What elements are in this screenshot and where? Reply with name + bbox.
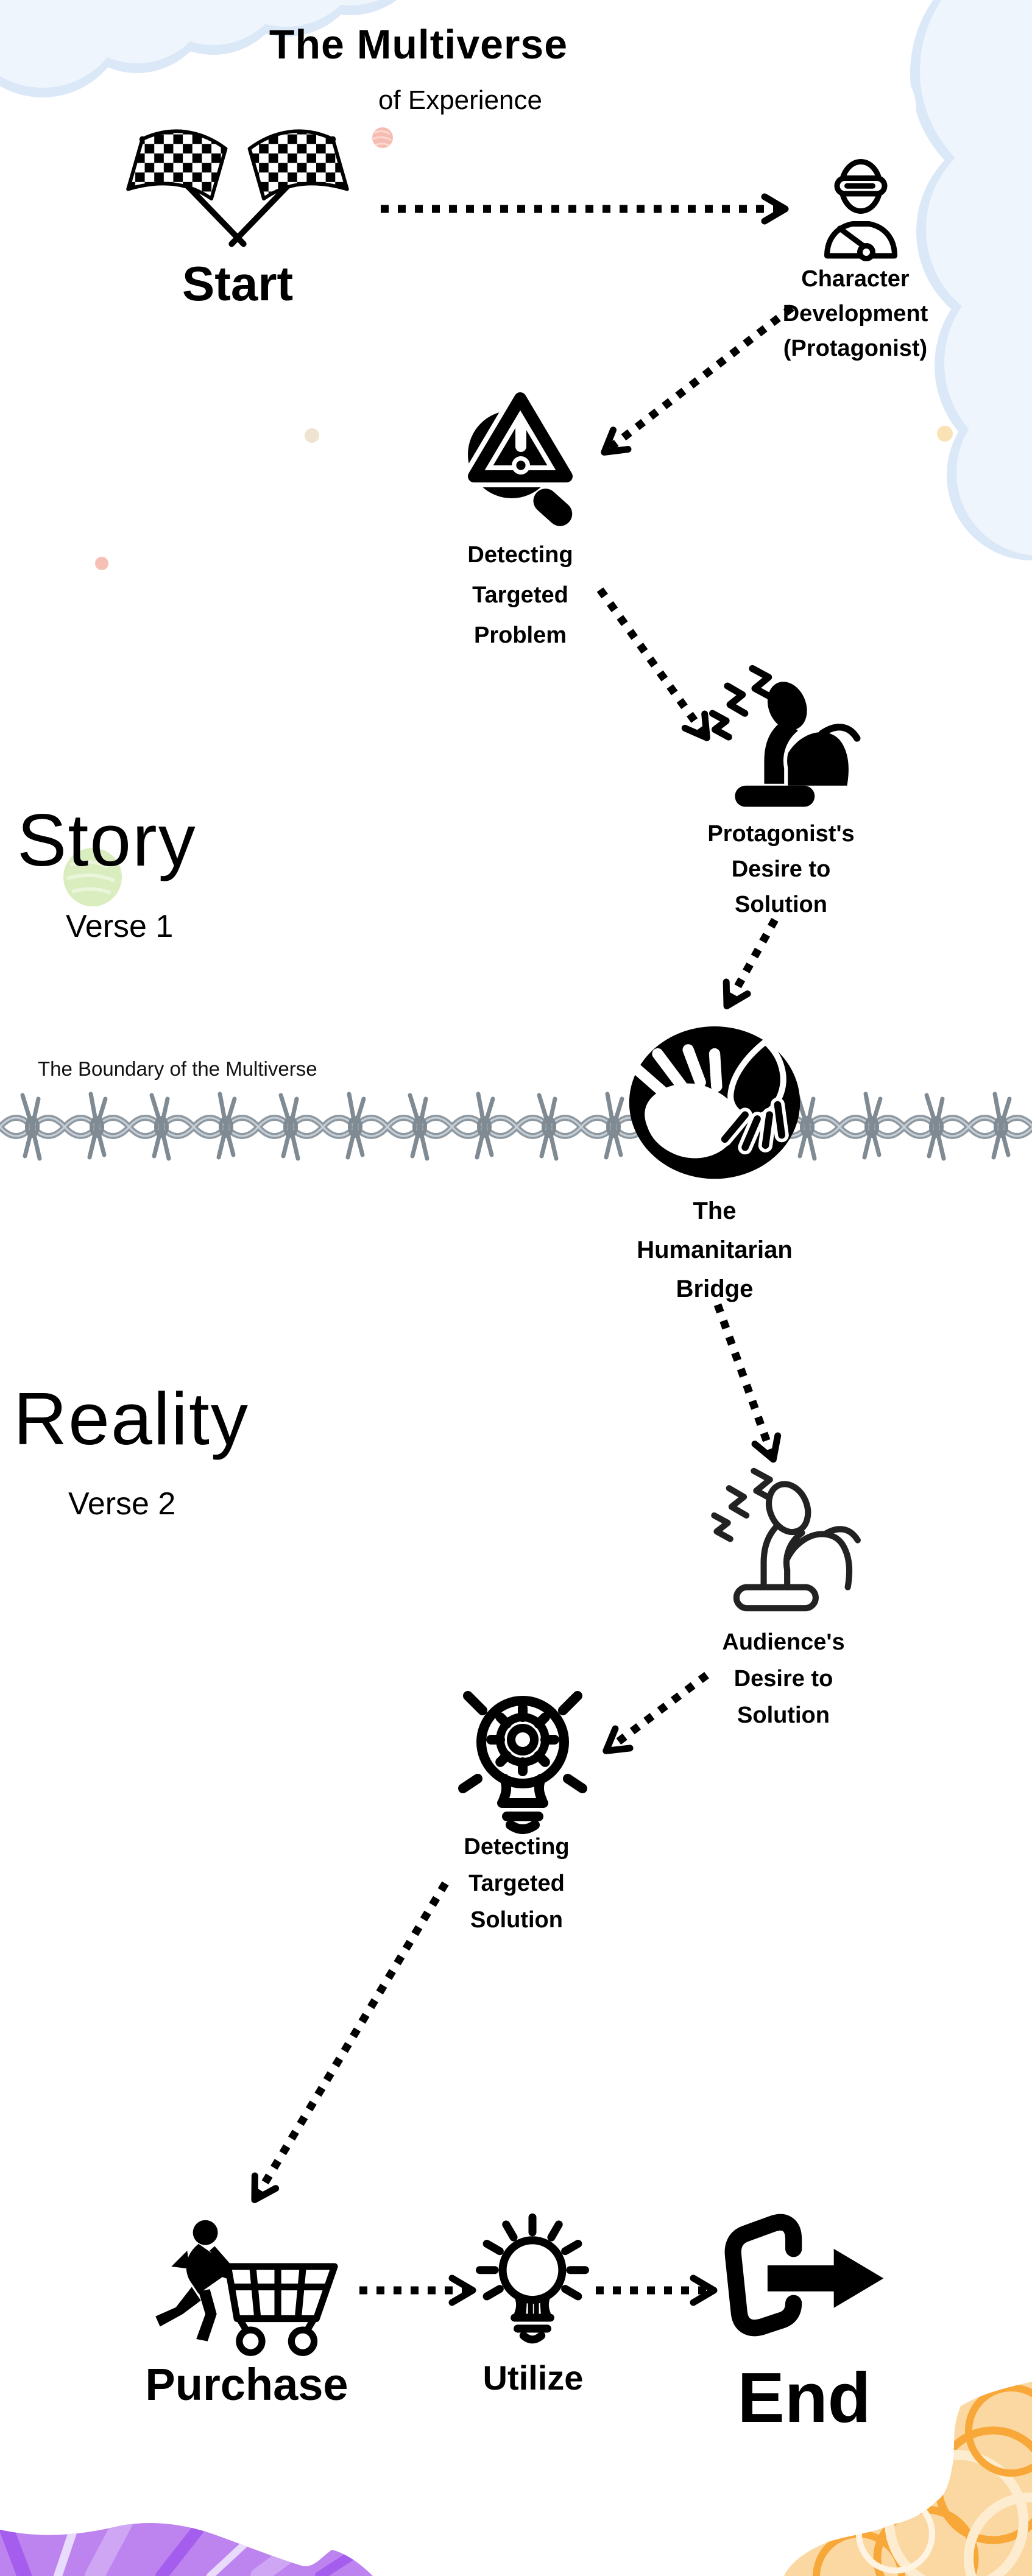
crossed-checkered-flags-icon xyxy=(126,129,349,247)
start-label: Start xyxy=(182,256,294,311)
protagonist-desire-label: Protagonist's Desire to Solution xyxy=(698,816,864,922)
cloud-top-left-decoration xyxy=(0,0,397,97)
label-line: Solution xyxy=(737,1703,830,1728)
label-line: (Protagonist) xyxy=(783,336,928,361)
cloud-top-right-decoration xyxy=(807,0,1032,560)
label-line: Character xyxy=(801,266,910,292)
story-section-label: Story xyxy=(17,799,197,881)
pink-dot-icon xyxy=(95,557,108,570)
edge-desire-bridge xyxy=(723,917,779,1009)
boundary-label: The Boundary of the Multiverse xyxy=(38,1057,317,1080)
label-line: Targeted xyxy=(472,582,568,608)
cart-runner-icon xyxy=(155,2220,338,2356)
page-title: The Multiverse xyxy=(269,21,568,68)
edge-solution-purchase xyxy=(251,1881,449,2203)
stressed-person-outline-icon xyxy=(711,1467,861,1612)
node-character-development xyxy=(815,154,907,261)
detecting-problem-label: Detecting Targeted Problem xyxy=(437,535,603,655)
end-label: End xyxy=(737,2358,871,2437)
stressed-person-solid-icon xyxy=(709,665,861,807)
protagonist-avatar-icon xyxy=(824,159,897,261)
orange-dot-icon xyxy=(937,426,953,442)
page-subtitle: of Experience xyxy=(378,85,542,115)
label-line: Bridge xyxy=(676,1276,754,1302)
label-line: Desire to xyxy=(731,856,831,882)
humanitarian-bridge-label: The Humanitarian Bridge xyxy=(623,1191,806,1308)
beige-dot-icon xyxy=(305,428,319,443)
reality-verse-label: Verse 2 xyxy=(68,1486,176,1522)
character-development-label: Character Development (Protagonist) xyxy=(775,262,936,366)
label-line: Targeted xyxy=(468,1871,565,1896)
edge-character-problem xyxy=(601,304,794,456)
barbed-wire-boundary xyxy=(0,1085,1032,1168)
shining-bulb-icon xyxy=(476,2213,589,2344)
magnifier-warning-icon xyxy=(463,387,578,526)
utilize-label: Utilize xyxy=(482,2359,584,2397)
story-verse-label: Verse 1 xyxy=(66,909,174,944)
node-humanitarian-bridge xyxy=(613,1011,816,1195)
exit-door-arrow-icon xyxy=(724,2214,884,2337)
label-line: Desire to xyxy=(733,1666,833,1692)
label-line: Audience's xyxy=(722,1629,845,1655)
label-line: Detecting xyxy=(467,542,573,568)
node-detecting-solution xyxy=(444,1676,601,1836)
node-protagonist-desire xyxy=(698,661,862,813)
pastel-dot-decorations xyxy=(63,127,953,906)
detecting-solution-label: Detecting Targeted Solution xyxy=(434,1829,599,1938)
label-line: Solution xyxy=(470,1907,563,1933)
reality-section-label: Reality xyxy=(13,1377,249,1460)
node-detecting-problem xyxy=(445,379,601,540)
label-line: Solution xyxy=(735,892,827,917)
purchase-label: Purchase xyxy=(145,2359,348,2410)
label-line: Problem xyxy=(473,623,567,648)
label-line: The xyxy=(693,1198,737,1224)
label-line: Detecting xyxy=(464,1834,570,1860)
node-purchase xyxy=(133,2210,359,2363)
edge-bridge-audience xyxy=(713,1303,782,1463)
audience-desire-label: Audience's Desire to Solution xyxy=(701,1624,866,1734)
node-audience-desire xyxy=(699,1462,863,1616)
node-utilize xyxy=(468,2212,597,2359)
helping-hands-circle-icon xyxy=(627,1026,801,1179)
node-start xyxy=(107,125,369,256)
label-line: Protagonist's xyxy=(707,821,855,847)
edge-audience-solution xyxy=(603,1671,709,1754)
gear-bulb-icon xyxy=(458,1691,587,1834)
node-end xyxy=(718,2204,896,2368)
label-line: Humanitarian xyxy=(637,1237,793,1263)
label-line: Development xyxy=(782,301,928,326)
edge-problem-desire xyxy=(596,587,710,741)
